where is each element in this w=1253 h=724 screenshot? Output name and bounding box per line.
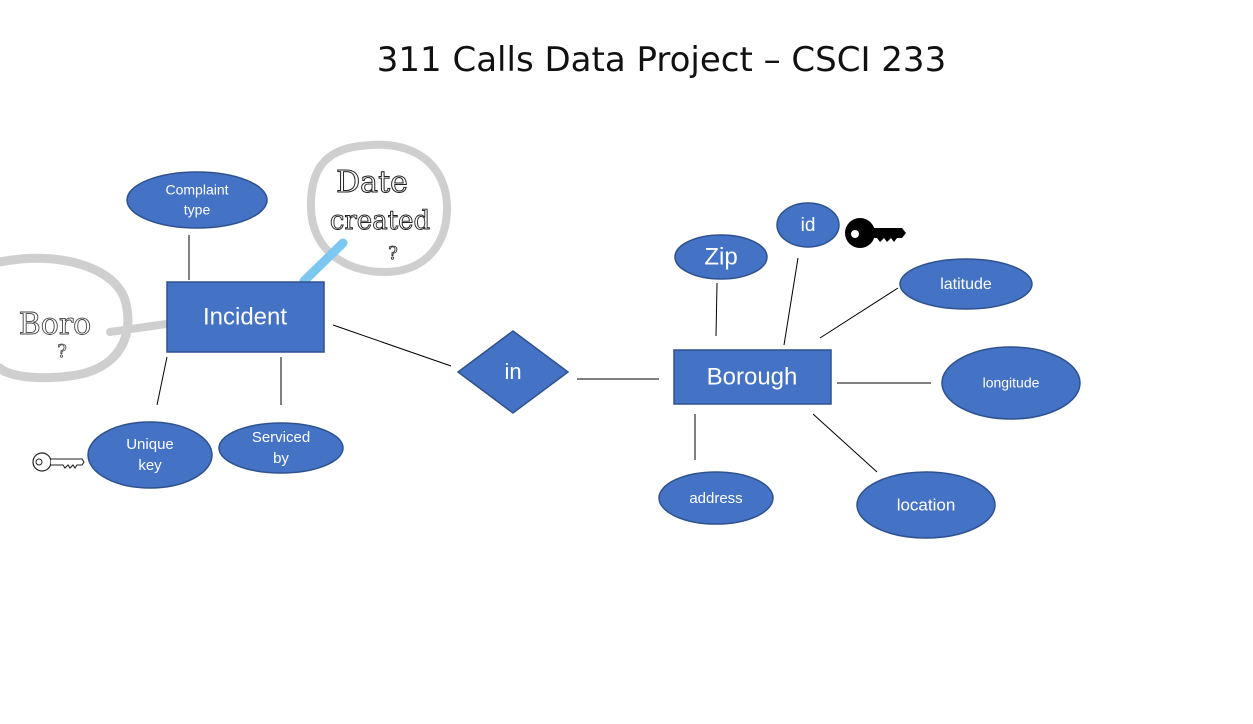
attribute-unique-key-line1: Unique: [126, 436, 174, 453]
attribute-serviced-by-line1: Serviced: [252, 429, 310, 446]
attribute-address-label: address: [689, 490, 742, 507]
attribute-complaint-type-oval: [126, 171, 268, 229]
attribute-location: location: [856, 471, 996, 539]
attribute-id-oval: [776, 202, 840, 248]
boro-handwritten-word: Boro: [19, 307, 92, 342]
attribute-serviced-by: Serviced by: [218, 422, 344, 474]
key-icon: [845, 218, 906, 248]
attribute-serviced-by-oval: [218, 422, 344, 474]
attribute-unique-key: Unique key: [87, 421, 213, 489]
attribute-serviced-by-line2: by: [273, 450, 289, 467]
attribute-latitude: latitude: [899, 258, 1033, 310]
attribute-address: address: [658, 471, 774, 525]
connector-borough-zip: [715, 282, 718, 337]
attribute-unique-key-oval: [87, 421, 213, 489]
attribute-address-oval: [658, 471, 774, 525]
entity-incident-box: [166, 281, 325, 353]
entity-incident-label: Incident: [203, 303, 287, 330]
connectors: [156, 235, 931, 473]
boro-sketch-circle: [0, 253, 133, 383]
relationship-in: in: [456, 330, 570, 414]
attribute-id: id: [776, 202, 840, 248]
attribute-longitude-label: longitude: [983, 375, 1040, 391]
attribute-complaint-type-line1: Complaint: [165, 182, 228, 198]
entity-borough-box: [673, 349, 832, 405]
attribute-location-oval: [856, 471, 996, 539]
attribute-location-label: location: [897, 495, 956, 514]
date-created-handwritten-question: ?: [388, 243, 398, 264]
date-created-handwritten-line1: Date: [336, 165, 408, 200]
connector-borough-location: [812, 413, 878, 473]
entity-borough: Borough: [673, 349, 832, 405]
boro-sketch-link: [106, 320, 170, 336]
attribute-longitude-oval: [941, 346, 1081, 420]
attribute-complaint-type: Complaint type: [126, 171, 268, 229]
attribute-complaint-type-line2: type: [184, 202, 211, 218]
attribute-id-label: id: [801, 215, 816, 236]
entity-incident: Incident: [166, 281, 325, 353]
boro-handwritten-question: ?: [57, 341, 67, 362]
attribute-zip-label: Zip: [704, 243, 737, 270]
attribute-latitude-oval: [899, 258, 1033, 310]
connector-incident-in: [332, 324, 452, 367]
relationship-in-diamond: [456, 330, 570, 414]
date-created-sketch-link: [299, 238, 348, 286]
attribute-unique-key-line2: key: [138, 457, 162, 474]
attribute-zip-oval: [674, 234, 768, 280]
boro-sketch: Boro ?: [0, 253, 170, 383]
attribute-longitude: longitude: [941, 346, 1081, 420]
connector-incident-unique-key: [156, 356, 168, 406]
diagram-title: 311 Calls Data Project – CSCI 233: [0, 40, 1253, 80]
attribute-latitude-label: latitude: [940, 276, 992, 293]
date-created-sketch-circle: [306, 140, 452, 277]
entity-borough-label: Borough: [707, 363, 798, 390]
key-icon: [32, 452, 85, 472]
connector-borough-latitude: [819, 287, 899, 339]
relationship-in-label: in: [504, 359, 521, 384]
connector-borough-id: [783, 257, 799, 346]
attribute-zip: Zip: [674, 234, 768, 280]
diagram-title-text: 311 Calls Data Project – CSCI 233: [376, 40, 947, 80]
date-created-handwritten-line2: created: [330, 206, 430, 236]
date-created-sketch: Date created ?: [299, 140, 452, 286]
